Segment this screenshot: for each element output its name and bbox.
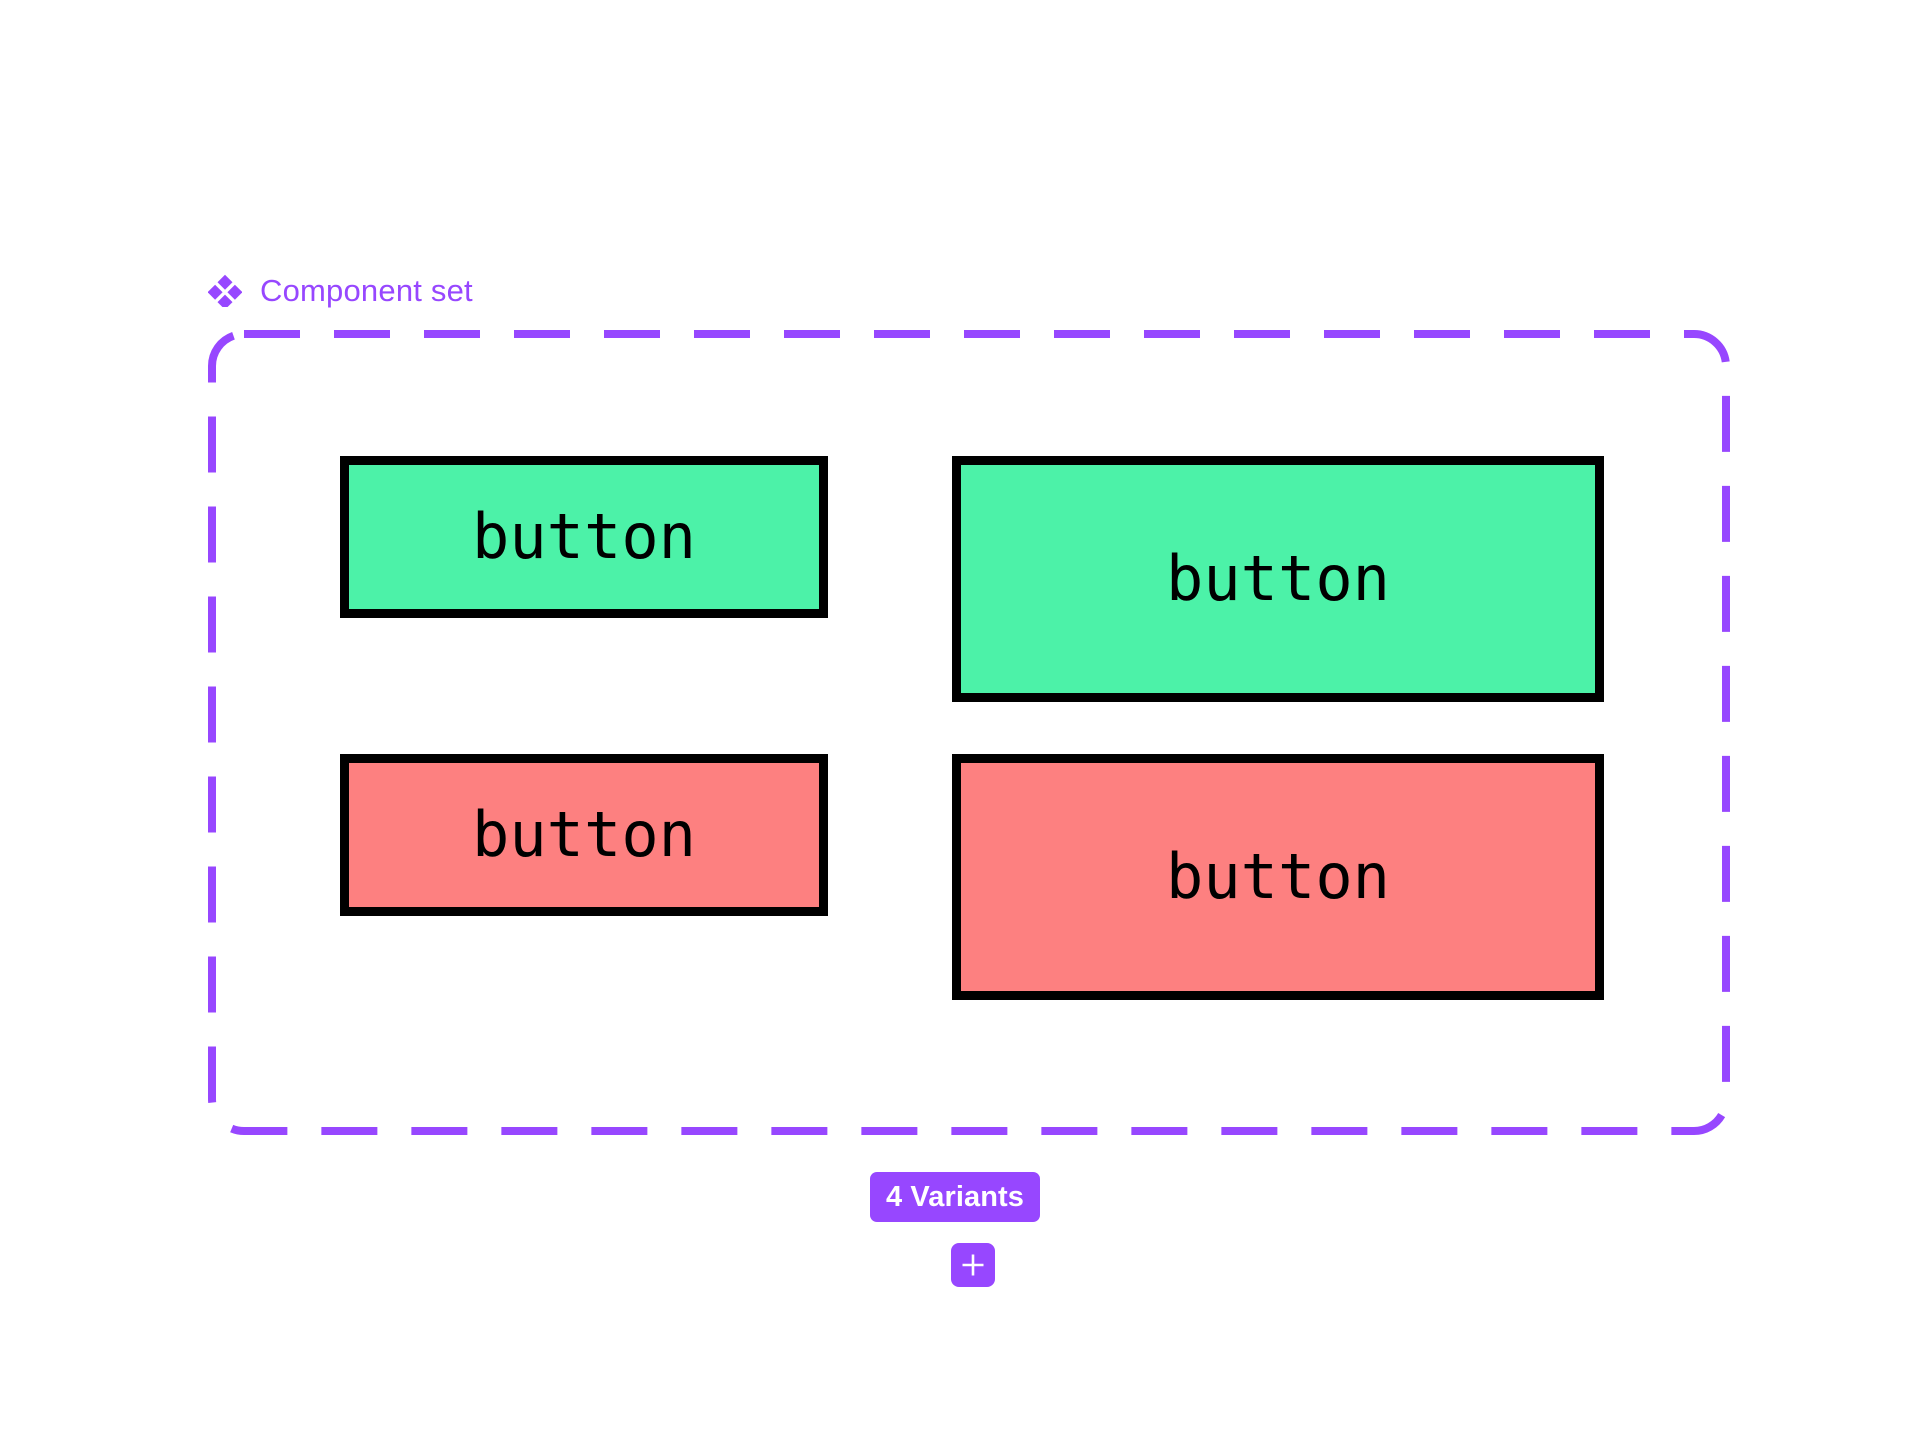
component-set-diamond-icon: [208, 274, 242, 307]
variant-button-large-green[interactable]: button: [952, 456, 1604, 702]
variant-button-label: button: [1166, 840, 1390, 913]
variant-button-small-red[interactable]: button: [340, 754, 828, 916]
component-set-frame-border: [208, 330, 1730, 1135]
component-set-frame[interactable]: [208, 330, 1730, 1135]
variant-button-large-red[interactable]: button: [952, 754, 1604, 1000]
component-set-label: Component set: [260, 272, 473, 308]
add-variant-button[interactable]: [951, 1243, 995, 1287]
component-set-label-row[interactable]: Component set: [208, 270, 473, 310]
variant-button-label: button: [472, 798, 696, 871]
variant-button-small-green[interactable]: button: [340, 456, 828, 618]
variant-button-label: button: [1166, 542, 1390, 615]
variants-count-badge[interactable]: 4 Variants: [870, 1172, 1041, 1222]
plus-icon: [962, 1254, 984, 1276]
variant-button-label: button: [472, 500, 696, 573]
